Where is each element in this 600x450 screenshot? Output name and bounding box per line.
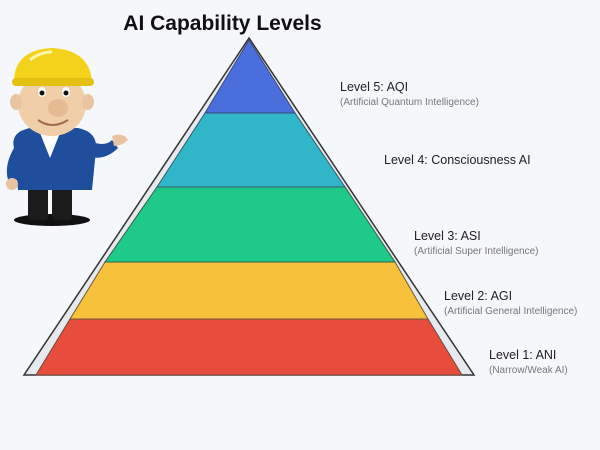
level-5-title: Level 5: AQI	[340, 80, 409, 94]
level-2-subtitle: (Artificial General Intelligence)	[444, 306, 578, 317]
level-4-title: Level 4: Consciousness AI	[384, 153, 531, 167]
pyramid-level-5	[204, 39, 296, 114]
shirt-icon	[13, 128, 97, 190]
mascot-construction-worker	[6, 48, 128, 226]
pyramid-level-4	[156, 112, 346, 188]
level-2-label: Level 2: AGI (Artificial General Intelli…	[444, 289, 577, 320]
pyramid-level-1	[35, 318, 463, 376]
level-3-label: Level 3: ASI (Artificial Super Intellige…	[414, 229, 539, 260]
level-1-title: Level 1: ANI	[489, 348, 557, 362]
level-4-label: Level 4: Consciousness AI	[384, 153, 531, 168]
level-1-label: Level 1: ANI (Narrow/Weak AI)	[489, 348, 568, 379]
pyramid-level-2	[69, 261, 429, 320]
level-1-subtitle: (Narrow/Weak AI)	[489, 365, 568, 376]
level-5-subtitle: (Artificial Quantum Intelligence)	[340, 97, 479, 108]
level-3-subtitle: (Artificial Super Intelligence)	[414, 246, 539, 257]
level-3-title: Level 3: ASI	[414, 229, 481, 243]
hard-hat-icon	[14, 48, 92, 82]
pointing-hand-icon	[112, 134, 128, 146]
diagram-title: AI Capability Levels	[123, 12, 322, 35]
level-2-title: Level 2: AGI	[444, 289, 513, 303]
level-5-label: Level 5: AQI (Artificial Quantum Intelli…	[340, 80, 479, 111]
